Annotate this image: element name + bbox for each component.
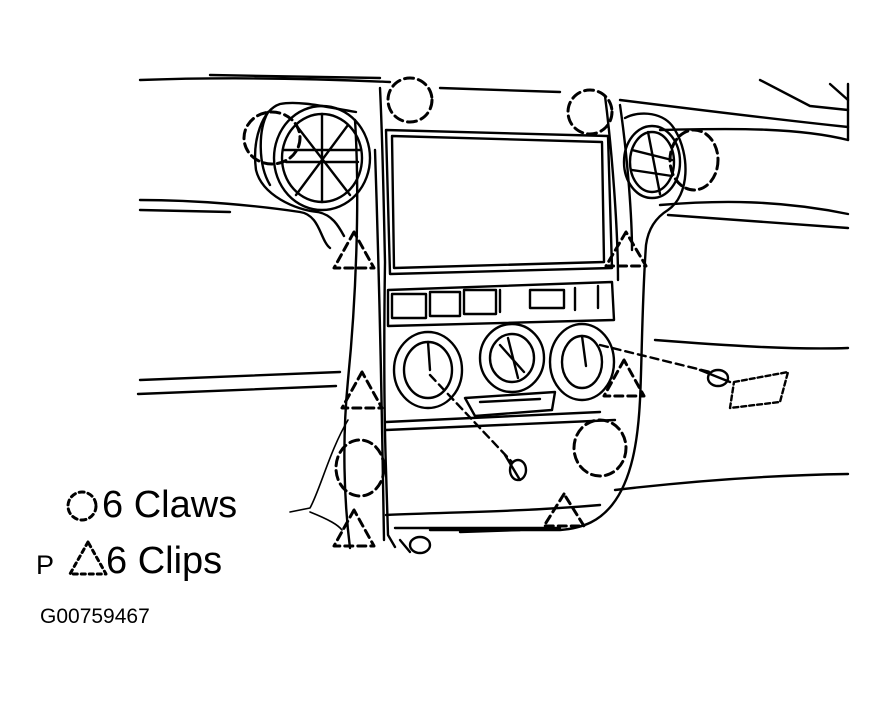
clips-legend-prefix: P — [36, 550, 55, 580]
clip-marker — [332, 508, 376, 548]
screws — [428, 343, 790, 482]
claws-legend-label: 6 Claws — [102, 484, 238, 526]
climate-knobs — [392, 322, 616, 418]
clip-marker — [602, 358, 646, 398]
clip-marker — [604, 230, 648, 268]
legend-leader-lines — [289, 419, 349, 531]
claw-marker — [668, 128, 720, 192]
claw-marker — [242, 110, 302, 166]
left-air-vent — [272, 104, 372, 212]
claw-marker — [566, 88, 614, 136]
claw-marker — [572, 418, 628, 478]
center-bezel — [253, 86, 687, 550]
clip-marker — [340, 370, 384, 410]
clip-markers — [332, 230, 648, 548]
claw-marker — [386, 76, 434, 124]
clip-marker — [332, 230, 376, 270]
dashed-circle-icon — [66, 490, 98, 522]
display-screen — [384, 128, 614, 276]
clip-marker — [542, 492, 586, 528]
clips-legend-label: 6 Clips — [106, 540, 223, 582]
button-row — [386, 280, 616, 328]
dashed-triangle-icon — [68, 540, 108, 576]
claw-marker — [334, 438, 386, 498]
dashboard-outline — [136, 73, 850, 492]
right-air-vent — [622, 124, 682, 200]
claw-markers — [242, 76, 720, 498]
figure-code: G00759467 — [40, 605, 150, 628]
bezel-bottom-lip — [398, 528, 522, 555]
